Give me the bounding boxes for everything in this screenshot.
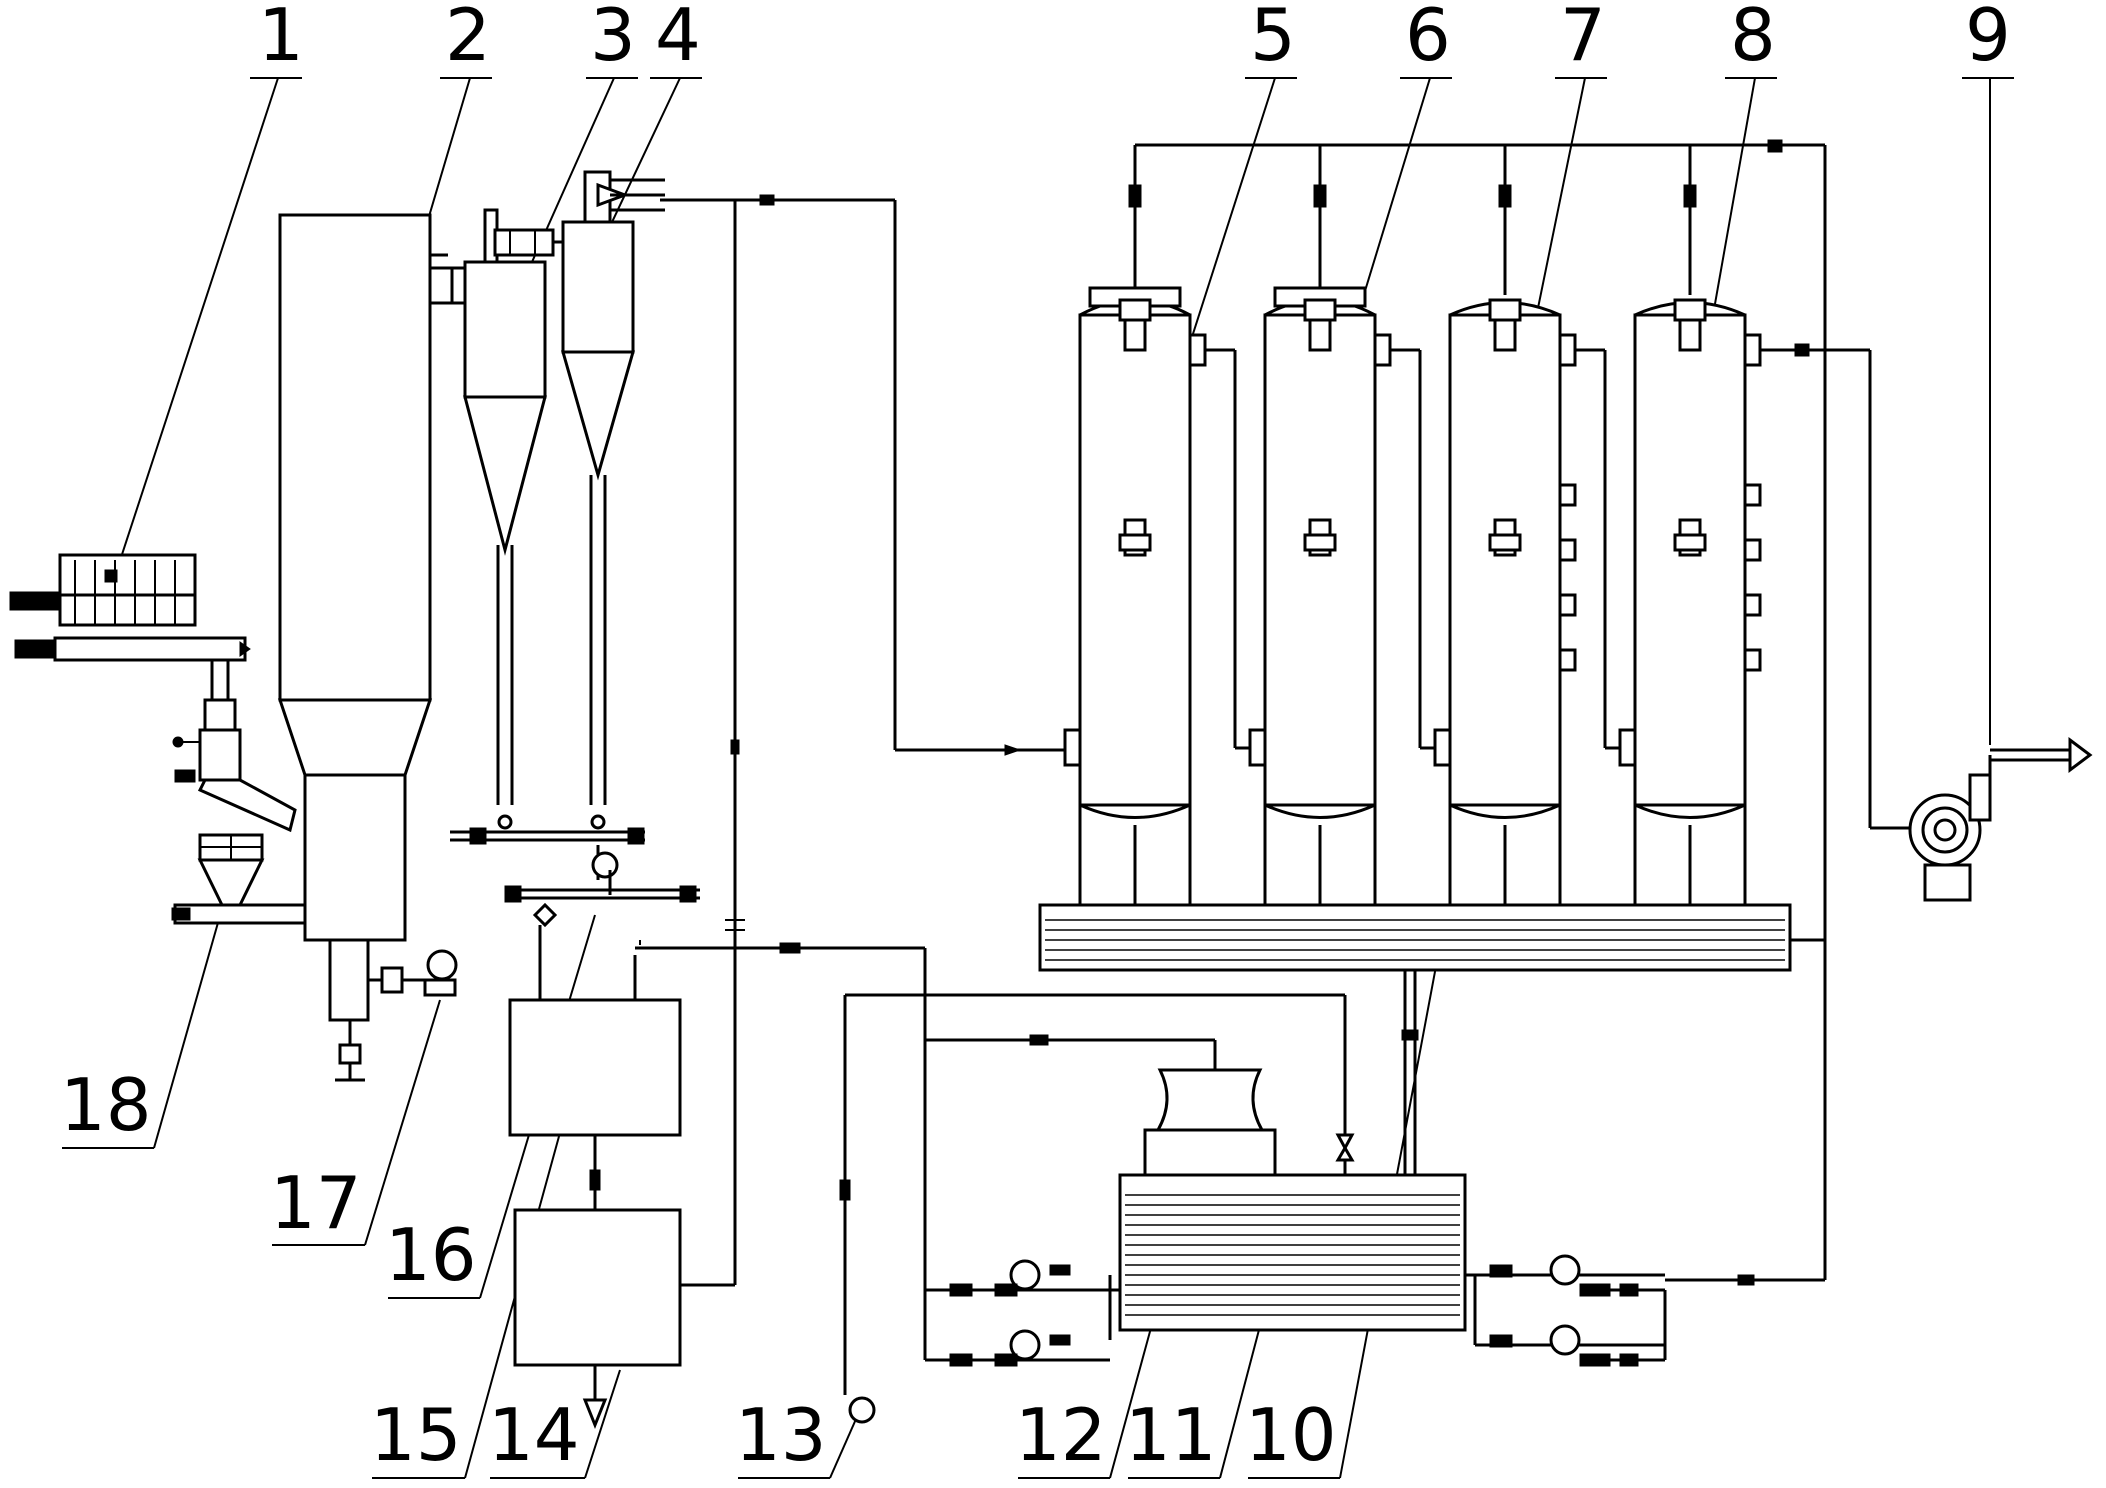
hopper-18 <box>171 833 307 925</box>
label-3: 3 <box>590 0 636 77</box>
label-4: 4 <box>655 0 701 77</box>
label-9: 9 <box>1965 0 2011 77</box>
tank-15 <box>508 942 925 1210</box>
label-18: 18 <box>60 1063 152 1147</box>
left-pumps <box>925 1259 1120 1367</box>
tower-5 <box>1063 145 1207 905</box>
tank-11 <box>1118 1173 1467 1332</box>
label-11: 11 <box>1125 1393 1217 1477</box>
label-8: 8 <box>1730 0 1776 77</box>
label-10: 10 <box>1245 1393 1337 1477</box>
label-5: 5 <box>1250 0 1296 77</box>
leader-lines <box>62 77 2014 1479</box>
gas-main-pipe <box>730 194 1065 756</box>
right-pumps <box>1465 1254 1825 1367</box>
feeder-unit-1 <box>9 553 297 833</box>
label-16: 16 <box>385 1213 477 1297</box>
blower-9 <box>1760 343 2093 902</box>
label-14: 14 <box>488 1393 580 1477</box>
tower-6 <box>1205 145 1392 905</box>
label-13: 13 <box>735 1393 827 1477</box>
tower-8 <box>1575 145 1762 905</box>
label-6: 6 <box>1405 0 1451 77</box>
cyclone-3 <box>463 228 580 805</box>
label-12: 12 <box>1015 1393 1107 1477</box>
label-15: 15 <box>370 1393 462 1477</box>
ash-discharge <box>450 814 645 895</box>
trough-10 <box>1038 903 1825 1175</box>
label-7: 7 <box>1560 0 1606 77</box>
tank-14 <box>513 200 745 1430</box>
spray-header <box>1135 139 1827 1280</box>
tower-7 <box>1390 145 1577 905</box>
cooling-tower-12 <box>1143 1068 1277 1177</box>
gasifier-2 <box>277 213 458 1082</box>
reference-numerals: 1 2 3 4 5 6 7 8 9 18 17 16 15 14 13 12 1… <box>60 0 2011 1477</box>
label-2: 2 <box>445 0 491 77</box>
label-1: 1 <box>258 0 304 77</box>
pipe-16 <box>504 885 700 1000</box>
return-pipes <box>839 948 1355 1424</box>
cyclone-4 <box>561 170 730 805</box>
label-17: 17 <box>270 1161 362 1245</box>
